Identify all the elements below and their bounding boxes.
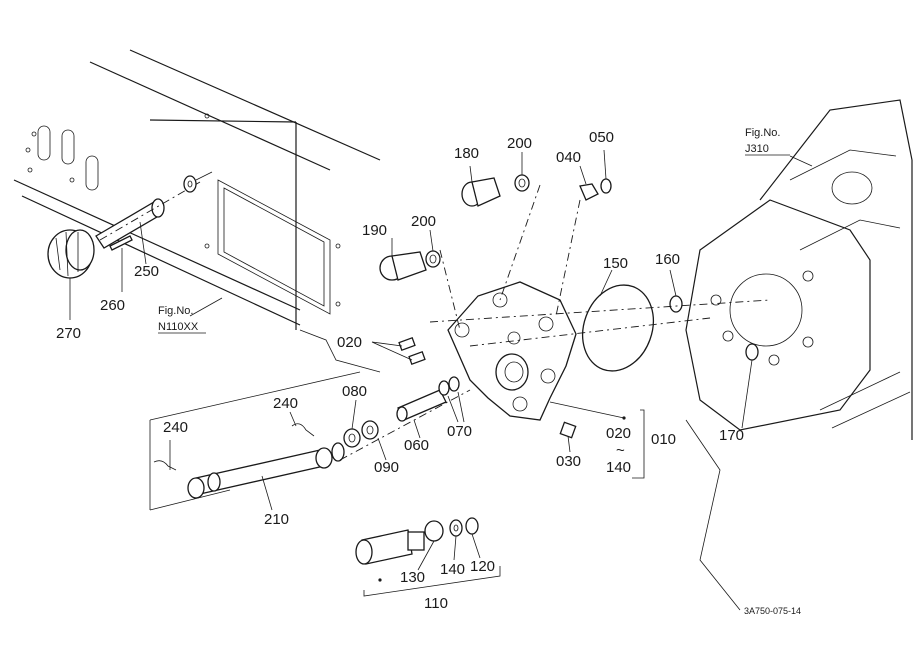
- callout-190: 190: [362, 222, 387, 239]
- panel-slots: [25, 125, 99, 191]
- seal-080: [343, 428, 361, 448]
- bolt-180: [461, 177, 501, 207]
- pump-body: [447, 281, 577, 421]
- center-lines: [339, 184, 771, 461]
- callout-240-left: 240: [163, 419, 188, 436]
- callout-010: 010: [651, 431, 676, 448]
- callout-240-right: 240: [273, 395, 298, 412]
- rings-120-140: [424, 517, 479, 542]
- washer-panel: [183, 171, 213, 193]
- orings-070: [438, 376, 460, 396]
- fig-ref-code: N110XX: [158, 321, 199, 333]
- fig-ref-j310: Fig.No. J310: [745, 127, 790, 156]
- callout-260: 260: [100, 297, 125, 314]
- washers-200: [425, 174, 530, 268]
- fig-ref-code: J310: [745, 143, 769, 155]
- callout-090: 090: [374, 459, 399, 476]
- callout-120: 120: [470, 558, 495, 575]
- callout-030: 030: [556, 453, 581, 470]
- nut-040-050: [579, 178, 612, 201]
- callout-150: 150: [603, 255, 628, 272]
- fig-ref-label: Fig.No.: [158, 305, 193, 317]
- seal-090: [361, 420, 379, 440]
- callout-range-tilde: ~: [616, 442, 625, 459]
- callout-270: 270: [56, 325, 81, 342]
- side-panel: [13, 49, 381, 511]
- knob-270: [47, 229, 95, 279]
- callout-200-upper: 200: [507, 135, 532, 152]
- callout-210: 210: [264, 511, 289, 528]
- callout-050: 050: [589, 129, 614, 146]
- callout-140: 140: [440, 561, 465, 578]
- group-brackets: [363, 409, 645, 597]
- callout-060: 060: [404, 437, 429, 454]
- bolt-190: [379, 251, 427, 281]
- callout-040: 040: [556, 149, 581, 166]
- drive-shaft-210: [187, 442, 345, 499]
- callout-170: 170: [719, 427, 744, 444]
- callout-020: 020: [337, 334, 362, 351]
- leader-lines: [69, 149, 813, 582]
- callout-250: 250: [134, 263, 159, 280]
- plug-030: [559, 421, 577, 439]
- callout-160: 160: [655, 251, 680, 268]
- callout-180: 180: [454, 145, 479, 162]
- drawing-code: 3A750-075-14: [744, 606, 801, 616]
- clips-240: [153, 423, 315, 471]
- seal-160: [669, 295, 683, 313]
- callout-070: 070: [447, 423, 472, 440]
- callout-130: 130: [400, 569, 425, 586]
- fig-ref-label: Fig.No.: [745, 127, 780, 139]
- callout-020-range: 020: [606, 425, 631, 442]
- relief-valve-110: [355, 529, 425, 565]
- seal-170: [745, 343, 759, 361]
- callout-labels: 270 260 250 180 200 040 050 190 200 150 …: [56, 129, 744, 612]
- shaft-250: [95, 181, 201, 249]
- callout-080: 080: [342, 383, 367, 400]
- pin-260: [109, 235, 133, 251]
- fig-ref-n110xx: Fig.No. N110XX: [158, 305, 206, 334]
- transmission-housing: [685, 99, 913, 611]
- shaft-060: [396, 389, 447, 422]
- dowel-020: [398, 337, 426, 365]
- callout-110: 110: [424, 595, 448, 612]
- callout-200-lower: 200: [411, 213, 436, 230]
- oring-150: [582, 284, 654, 372]
- callout-140-range: 140: [606, 459, 631, 476]
